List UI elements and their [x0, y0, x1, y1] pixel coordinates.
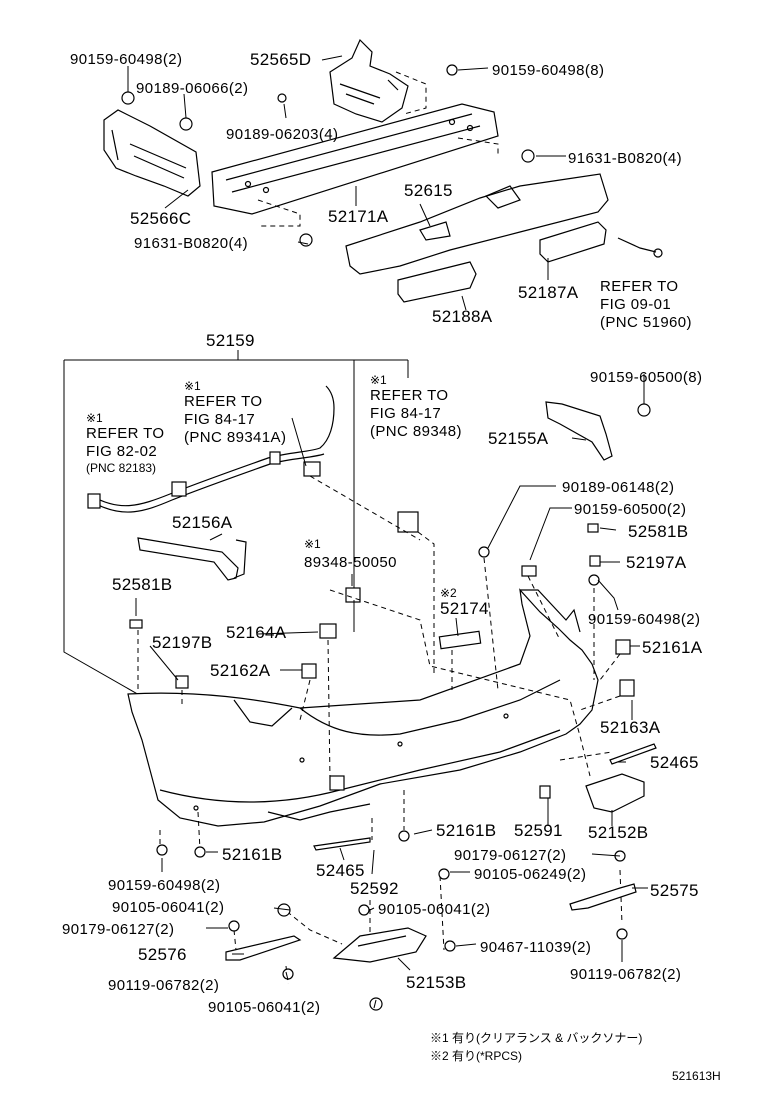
clips-mid	[129, 523, 635, 799]
fasteners-upper	[121, 64, 651, 417]
bracket-52565d	[329, 38, 427, 123]
label-52566c: 52566C	[130, 209, 191, 228]
label-52161b-r: 52161B	[436, 821, 496, 840]
reinforcement-52171a	[211, 103, 499, 227]
refer-0901-line2: FIG 09-01	[600, 296, 671, 313]
mark-89348-50050: ※1	[304, 537, 321, 551]
label-52161a: 52161A	[642, 638, 703, 657]
refer-89341-line3: (PNC 89341A)	[184, 429, 286, 446]
label-52565d: 52565D	[250, 50, 311, 69]
refer-89348-line1: REFER TO	[370, 387, 449, 404]
label-52174: 52174	[440, 599, 489, 618]
label-52197b: 52197B	[152, 633, 212, 652]
label-90105-06041-a: 90105-06041(2)	[112, 899, 224, 916]
bracket-52566c	[103, 109, 201, 197]
refer-82183-line1: REFER TO	[86, 425, 165, 442]
leaders-upper	[127, 55, 645, 404]
refer-82183-line2: FIG 82-02	[86, 443, 157, 460]
label-52161b-l: 52161B	[222, 845, 282, 864]
label-52155a: 52155A	[488, 429, 549, 448]
leaders-lower	[135, 417, 648, 1009]
label-52162a: 52162A	[210, 661, 271, 680]
label-90159-60498-bl: 90159-60498(2)	[108, 877, 220, 894]
refer-89341-line2: FIG 84-17	[184, 411, 255, 428]
label-91631-b0820-r: 91631-B0820(4)	[568, 150, 682, 167]
label-90119-06782-l: 90119-06782(2)	[108, 977, 219, 994]
bracket-52575	[569, 883, 637, 911]
label-90189-06066: 90189-06066(2)	[136, 80, 248, 97]
bumper-cover	[127, 588, 599, 827]
mark-52174: ※2	[440, 586, 457, 600]
absorber-52615	[345, 173, 609, 275]
label-90105-06041-c: 90105-06041(2)	[208, 999, 320, 1016]
mark-refer-89341: ※1	[184, 379, 201, 393]
label-52581b-r: 52581B	[628, 522, 688, 541]
refer-82183-line3: (PNC 82183)	[86, 461, 156, 475]
label-52575: 52575	[650, 881, 699, 900]
label-90159-60500-8: 90159-60500(8)	[590, 369, 702, 386]
label-90119-06782-r: 90119-06782(2)	[570, 966, 681, 983]
bracket-52188a	[397, 261, 477, 303]
moulding-52465-r	[609, 743, 657, 765]
mark-refer-82183: ※1	[86, 411, 103, 425]
fasteners-lower	[156, 830, 628, 1011]
label-52187a: 52187A	[518, 283, 579, 302]
label-90467-11039: 90467-11039(2)	[480, 939, 591, 956]
label-90105-06249: 90105-06249(2)	[474, 866, 586, 883]
label-90189-06148: 90189-06148(2)	[562, 479, 674, 496]
refer-0901-line1: REFER TO	[600, 278, 679, 295]
label-52591: 52591	[514, 821, 563, 840]
label-52197a: 52197A	[626, 553, 687, 572]
callout-labels: 90159-60498(2) 52565D 90159-60498(8) 901…	[62, 50, 721, 1083]
label-52465-r: 52465	[650, 753, 699, 772]
label-90179-06127-l: 90179-06127(2)	[62, 921, 174, 938]
label-52163a: 52163A	[600, 718, 661, 737]
label-52188a: 52188A	[432, 307, 493, 326]
label-52581b-l: 52581B	[112, 575, 172, 594]
label-91631-b0820-l: 91631-B0820(4)	[134, 235, 248, 252]
footnote-2: ※2 有り(*RPCS)	[430, 1049, 522, 1063]
label-52576: 52576	[138, 945, 187, 964]
frame-52159	[63, 350, 409, 701]
label-52153b: 52153B	[406, 973, 466, 992]
label-52615: 52615	[404, 181, 453, 200]
bracket-52576	[225, 935, 302, 961]
label-90159-60498-top: 90159-60498(2)	[70, 51, 182, 68]
retainer-52156a	[137, 537, 247, 581]
label-90179-06127-r: 90179-06127(2)	[454, 847, 566, 864]
harness-wire	[87, 385, 419, 533]
reflector-52152b	[585, 773, 645, 813]
bracket-52187a	[539, 221, 663, 263]
figure-id: 521613H	[672, 1069, 721, 1083]
bracket-52155a	[545, 401, 613, 461]
label-52592: 52592	[350, 879, 399, 898]
label-52465-b: 52465	[316, 861, 365, 880]
label-90159-60498-8: 90159-60498(8)	[492, 62, 604, 79]
label-52171a: 52171A	[328, 207, 389, 226]
refer-0901-line3: (PNC 51960)	[600, 314, 692, 331]
label-90105-06041-b: 90105-06041(2)	[378, 901, 490, 918]
moulding-52465-b	[313, 837, 371, 851]
mark-refer-89348: ※1	[370, 373, 387, 387]
label-52156a: 52156A	[172, 513, 233, 532]
label-90159-60498-r: 90159-60498(2)	[588, 611, 700, 628]
label-89348-50050: 89348-50050	[304, 554, 397, 571]
footnote-1: ※1 有り(クリアランス & バックソナー)	[430, 1031, 642, 1045]
cover-52153b	[332, 927, 427, 963]
label-52159: 52159	[206, 331, 255, 350]
label-90159-60500-2: 90159-60500(2)	[574, 501, 686, 518]
label-52164a: 52164A	[226, 623, 287, 642]
refer-89341-line1: REFER TO	[184, 393, 263, 410]
refer-89348-line2: FIG 84-17	[370, 405, 441, 422]
label-90189-06203: 90189-06203(4)	[226, 126, 338, 143]
refer-89348-line3: (PNC 89348)	[370, 423, 462, 440]
label-52152b: 52152B	[588, 823, 648, 842]
